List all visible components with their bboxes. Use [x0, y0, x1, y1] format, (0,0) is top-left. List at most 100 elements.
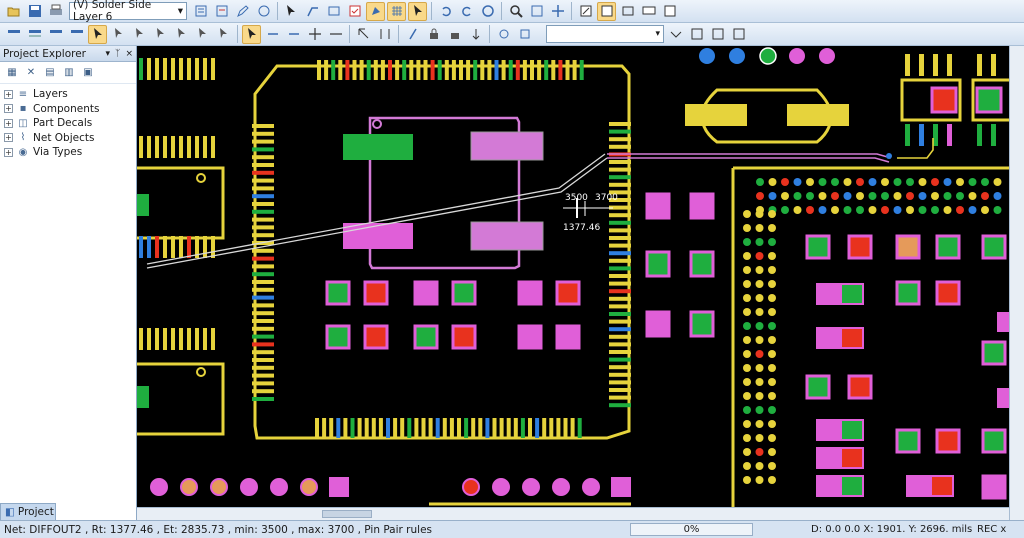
ic-pin[interactable]: [336, 418, 341, 438]
ic-pin[interactable]: [513, 418, 518, 438]
bga-ball[interactable]: [831, 178, 839, 186]
select-icon[interactable]: [408, 1, 427, 21]
select-via-icon[interactable]: [151, 25, 170, 44]
crystal-pad[interactable]: [787, 104, 849, 126]
ic-pin[interactable]: [506, 418, 511, 438]
bga-ball[interactable]: [768, 252, 776, 260]
connector-pin[interactable]: [171, 58, 175, 80]
bga-ball[interactable]: [755, 238, 764, 246]
ic-pin[interactable]: [252, 264, 274, 269]
ic-pin[interactable]: [508, 60, 513, 80]
pad-green[interactable]: [975, 86, 1003, 114]
bga-ball[interactable]: [755, 224, 764, 232]
bga-ball[interactable]: [956, 192, 964, 200]
ic-pin[interactable]: [609, 319, 631, 324]
zoom-icon[interactable]: [506, 2, 525, 21]
ic-pin[interactable]: [252, 248, 274, 253]
bga-ball[interactable]: [856, 178, 864, 186]
smd-pad[interactable]: [895, 280, 921, 306]
bga-ball[interactable]: [743, 350, 751, 358]
smd-pad[interactable]: [847, 374, 873, 400]
bga-ball[interactable]: [743, 420, 751, 428]
ic-pin[interactable]: [609, 220, 631, 225]
bga-ball[interactable]: [806, 192, 814, 200]
ic-pin[interactable]: [252, 186, 274, 191]
bga-ball[interactable]: [881, 192, 889, 200]
ic-pin[interactable]: [609, 122, 631, 126]
through-hole-pad[interactable]: [270, 478, 288, 496]
bga-ball[interactable]: [743, 462, 751, 470]
bga-ball[interactable]: [893, 178, 902, 186]
bga-ball[interactable]: [743, 378, 751, 386]
route-icon[interactable]: [303, 2, 322, 21]
ic-pin[interactable]: [252, 365, 274, 370]
smd-pad[interactable]: [840, 475, 864, 497]
ic-pin[interactable]: [380, 60, 385, 80]
bga-ball[interactable]: [956, 178, 964, 186]
push-icon[interactable]: [466, 25, 485, 44]
bga-ball[interactable]: [768, 336, 776, 344]
delete-icon[interactable]: ✕: [26, 67, 36, 78]
bga-ball[interactable]: [743, 210, 751, 218]
connector-pin[interactable]: [195, 328, 199, 350]
ic-pin[interactable]: [520, 418, 525, 438]
connector-pin[interactable]: [155, 58, 159, 80]
bga-ball[interactable]: [755, 392, 764, 400]
connector-pin[interactable]: [139, 58, 143, 80]
ic-pin[interactable]: [366, 60, 371, 80]
horizontal-scrollbar[interactable]: [137, 507, 1009, 520]
save-icon[interactable]: [25, 2, 44, 21]
bga-ball[interactable]: [931, 178, 939, 186]
select-net-icon[interactable]: [109, 25, 128, 44]
vertical-scrollbar[interactable]: [1009, 46, 1024, 520]
bga-ball[interactable]: [755, 406, 764, 414]
smd-pad[interactable]: [816, 475, 840, 497]
ic-pin[interactable]: [609, 213, 631, 218]
bga-ball[interactable]: [781, 206, 789, 214]
display-colors-icon[interactable]: [212, 2, 231, 21]
connector-pin[interactable]: [203, 328, 207, 350]
bga-ball[interactable]: [881, 178, 889, 186]
ic-pin[interactable]: [609, 365, 631, 370]
bga-ball[interactable]: [768, 434, 776, 442]
ic-pin[interactable]: [609, 327, 631, 332]
ic-pin[interactable]: [252, 155, 274, 160]
bga-ball[interactable]: [743, 294, 751, 302]
connector-pin[interactable]: [155, 328, 159, 350]
tree-item-via-types[interactable]: + ◉ Via Types: [4, 145, 136, 160]
refresh-icon[interactable]: [254, 2, 273, 21]
ic-pin[interactable]: [252, 225, 274, 230]
messages-icon[interactable]: [639, 2, 658, 21]
ic-pin[interactable]: [252, 334, 274, 339]
layer-view-icon[interactable]: [597, 1, 616, 21]
ic-pin[interactable]: [421, 418, 426, 438]
ic-pin[interactable]: [345, 60, 350, 80]
connector-pin[interactable]: [155, 236, 159, 258]
smd-pad[interactable]: [840, 283, 864, 305]
tree-item-part-decals[interactable]: + ◫ Part Decals: [4, 116, 136, 131]
connector-pin[interactable]: [919, 124, 924, 146]
ic-pin[interactable]: [331, 60, 336, 80]
bga-ball[interactable]: [743, 238, 751, 246]
through-hole-pad[interactable]: [180, 478, 198, 496]
bga-ball[interactable]: [931, 206, 939, 214]
through-hole-pad[interactable]: [462, 478, 480, 496]
ic-pin[interactable]: [252, 311, 274, 316]
diff-trace[interactable]: [897, 138, 934, 159]
bga-ball[interactable]: [768, 322, 776, 330]
bga-ball[interactable]: [993, 206, 1002, 214]
ic-pin[interactable]: [609, 274, 631, 278]
ic-pin[interactable]: [252, 350, 274, 355]
select-component-icon[interactable]: [214, 25, 233, 44]
bga-ball[interactable]: [906, 192, 914, 200]
ic-pin[interactable]: [357, 418, 362, 438]
ic-pin[interactable]: [609, 380, 631, 385]
ic-pin[interactable]: [473, 60, 478, 80]
ic-pin[interactable]: [378, 418, 383, 438]
pin-icon[interactable]: ᛉ: [115, 48, 121, 59]
smd-pad[interactable]: [451, 280, 477, 306]
bga-ball[interactable]: [931, 192, 939, 200]
ic-pin[interactable]: [499, 418, 504, 438]
bga-ball[interactable]: [755, 308, 764, 316]
through-hole-pad[interactable]: [582, 478, 600, 496]
